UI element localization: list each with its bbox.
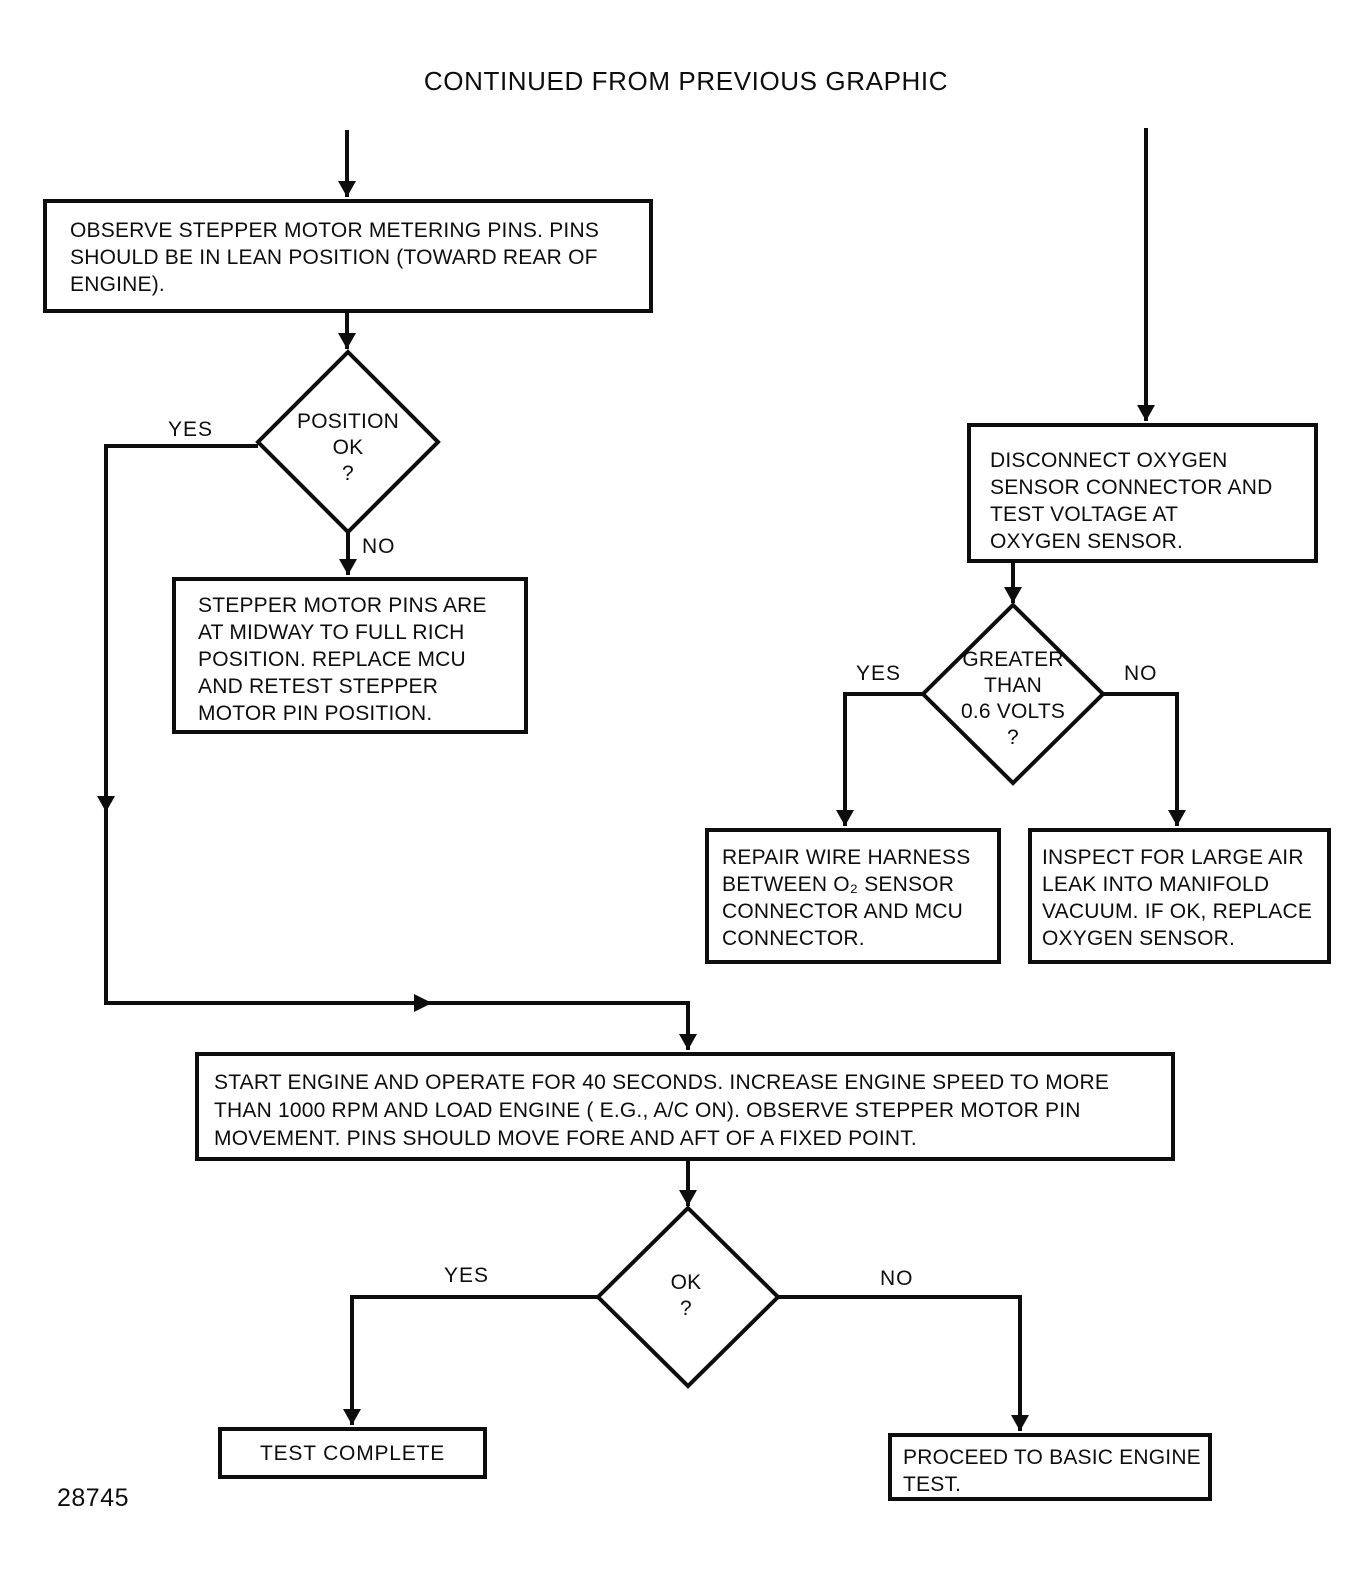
node-proceed-basic-engine-test: PROCEED TO BASIC ENGINE TEST. xyxy=(888,1433,1212,1501)
node-test-complete: TEST COMPLETE xyxy=(218,1427,487,1479)
connector-position-yes-to-start xyxy=(104,444,690,1050)
node-start-engine: START ENGINE AND OPERATE FOR 40 SECONDS.… xyxy=(195,1052,1175,1161)
connector-ok-no-to-proceed xyxy=(778,1295,1022,1431)
connector-ok-yes-to-testcomplete xyxy=(350,1295,598,1425)
arrowhead-into-observe xyxy=(338,181,356,197)
decision-ok-final-label: OK ? xyxy=(670,1271,702,1320)
edge-label-final-no: NO xyxy=(880,1267,914,1290)
arrowhead-into-ok xyxy=(679,1190,697,1206)
node-inspect-air-leak: INSPECT FOR LARGE AIR LEAK INTO MANIFOLD… xyxy=(1028,828,1331,964)
edge-label-position-yes: YES xyxy=(168,418,214,441)
connector-voltage-yes-to-repair xyxy=(843,692,923,826)
arrowhead-into-repair xyxy=(836,810,854,826)
figure-number: 28745 xyxy=(57,1484,130,1512)
decision-position-ok-label: POSITION OK ? xyxy=(297,410,399,485)
arrowhead-into-voltage xyxy=(1004,587,1022,603)
arrowhead-into-disconnect xyxy=(1137,405,1155,421)
arrowhead-yes-mid-right xyxy=(414,994,432,1012)
arrowhead-into-stepper xyxy=(339,559,357,575)
connector-voltage-no-to-inspect xyxy=(1103,692,1179,826)
edge-label-voltage-no: NO xyxy=(1124,662,1158,685)
arrowhead-into-testcomplete xyxy=(343,1409,361,1425)
edge-label-position-no: NO xyxy=(362,535,396,558)
decision-greater-than-volts-label: GREATER THAN 0.6 VOLTS ? xyxy=(960,648,1066,749)
node-disconnect-oxygen-sensor: DISCONNECT OXYGEN SENSOR CONNECTOR AND T… xyxy=(967,423,1318,563)
arrowhead-into-start xyxy=(679,1034,697,1050)
arrowhead-into-inspect xyxy=(1168,810,1186,826)
arrowhead-yes-mid-down xyxy=(97,796,115,812)
page-title: CONTINUED FROM PREVIOUS GRAPHIC xyxy=(423,66,949,96)
diamond-ok-final-shape xyxy=(595,1205,781,1389)
edge-label-final-yes: YES xyxy=(444,1264,490,1287)
edge-label-voltage-yes: YES xyxy=(856,662,902,685)
node-observe-pins: OBSERVE STEPPER MOTOR METERING PINS. PIN… xyxy=(43,199,653,313)
arrowhead-into-position xyxy=(338,333,356,349)
arrowhead-into-proceed xyxy=(1011,1415,1029,1431)
node-stepper-midway: STEPPER MOTOR PINS ARE AT MIDWAY TO FULL… xyxy=(172,577,528,734)
diamond-greater-than-volts-shape xyxy=(920,602,1106,786)
diamond-position-ok-shape xyxy=(255,349,441,535)
node-repair-wire-harness: REPAIR WIRE HARNESS BETWEEN O₂ SENSOR CO… xyxy=(705,828,1001,964)
